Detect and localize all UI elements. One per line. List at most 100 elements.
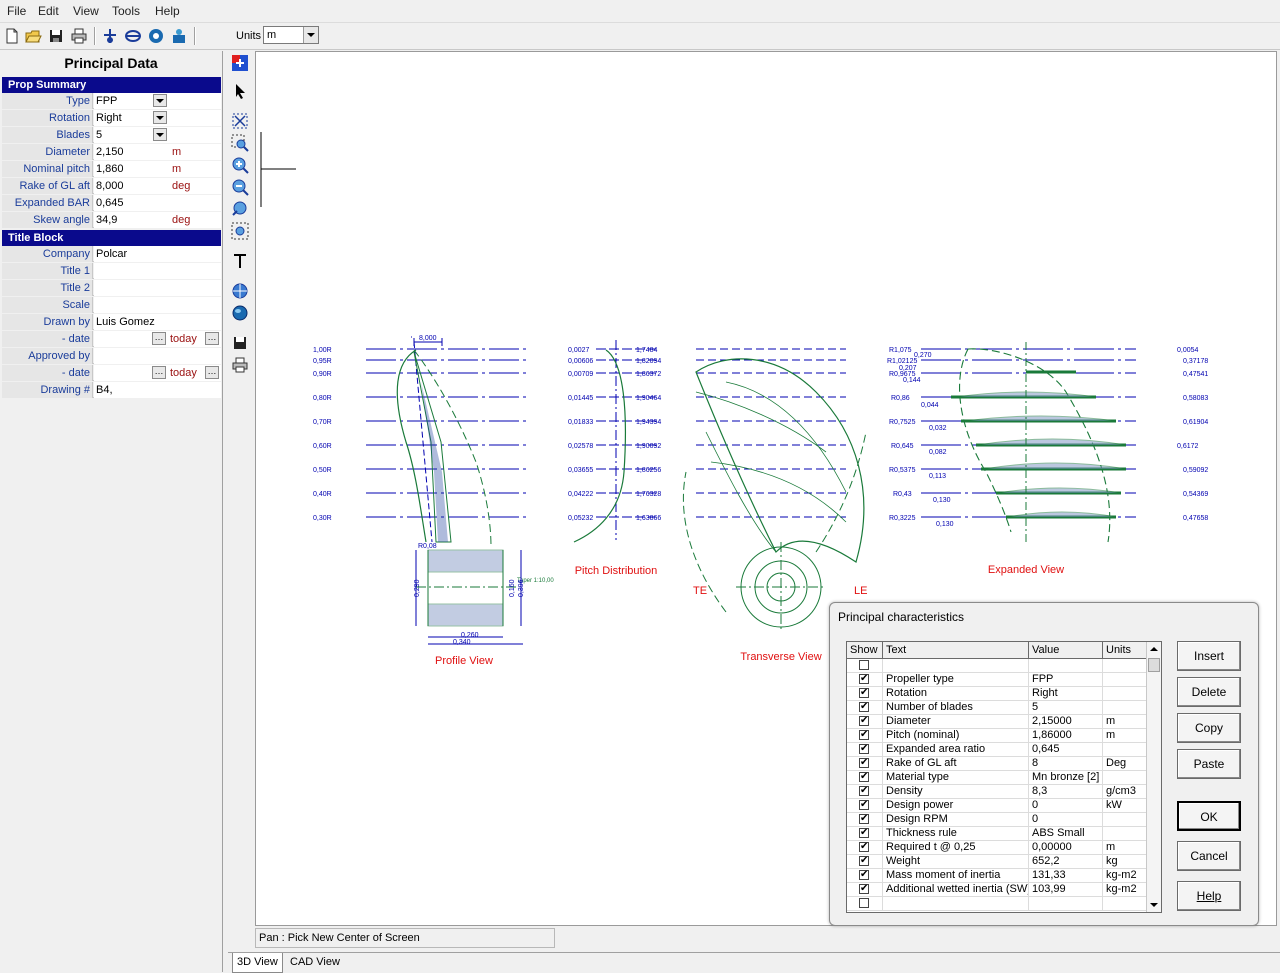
text-cell[interactable]: Density (883, 785, 1029, 799)
scroll-down-icon[interactable] (1147, 898, 1161, 912)
blade-section-icon[interactable] (124, 27, 142, 45)
show-checkbox[interactable]: ✔ (859, 785, 869, 796)
drawn-today[interactable]: today (170, 333, 197, 345)
zoom-extents-icon[interactable] (230, 111, 250, 131)
select-arrow-icon[interactable] (230, 81, 250, 101)
layers-icon[interactable] (230, 53, 250, 73)
print-drawing-icon[interactable] (230, 355, 250, 375)
zoom-out-icon[interactable] (230, 177, 250, 197)
show-checkbox[interactable]: ✔ (859, 855, 869, 866)
value-cell[interactable]: Mn bronze [2] (1029, 771, 1103, 785)
chevron-down-icon[interactable] (153, 111, 167, 124)
title-2-input[interactable] (94, 280, 221, 296)
grid-scrollbar[interactable] (1146, 642, 1161, 912)
show-checkbox[interactable]: ✔ (859, 673, 869, 684)
value-cell[interactable]: Right (1029, 687, 1103, 701)
cad-canvas[interactable]: 1,00R 0,95R 0,90R 0,80R 0,70R 0,60R 0,50… (255, 51, 1277, 926)
grid-globe-icon[interactable] (230, 281, 250, 301)
text-cell[interactable]: Number of blades (883, 701, 1029, 715)
units-cell[interactable] (1103, 687, 1147, 701)
units-cell[interactable] (1103, 827, 1147, 841)
render-globe-icon[interactable] (230, 303, 250, 323)
units-cell[interactable]: kg-m2 (1103, 883, 1147, 897)
units-cell[interactable] (1103, 813, 1147, 827)
copy-button[interactable]: Copy (1177, 713, 1241, 743)
text-tool-icon[interactable] (230, 251, 250, 271)
today-picker-button[interactable]: … (205, 332, 219, 345)
value-cell[interactable]: 2,15000 (1029, 715, 1103, 729)
text-cell[interactable]: Required t @ 0,25 (883, 841, 1029, 855)
units-cell[interactable] (1103, 701, 1147, 715)
value-cell[interactable]: 131,33 (1029, 869, 1103, 883)
show-checkbox[interactable]: ✔ (859, 701, 869, 712)
units-cell[interactable]: Deg (1103, 757, 1147, 771)
text-cell[interactable]: Propeller type (883, 673, 1029, 687)
date-picker-button[interactable]: … (152, 332, 166, 345)
value-cell[interactable]: ABS Small (1029, 827, 1103, 841)
scale-input[interactable] (94, 297, 221, 313)
zoom-in-icon[interactable] (230, 155, 250, 175)
value-cell[interactable]: 8,3 (1029, 785, 1103, 799)
delete-button[interactable]: Delete (1177, 677, 1241, 707)
save-icon[interactable] (47, 27, 65, 45)
units-cell[interactable]: kg-m2 (1103, 869, 1147, 883)
show-checkbox[interactable]: ✔ (859, 869, 869, 880)
propeller-profile-icon[interactable] (101, 27, 119, 45)
text-cell[interactable]: Diameter (883, 715, 1029, 729)
text-cell[interactable]: Design power (883, 799, 1029, 813)
open-folder-icon[interactable] (24, 27, 42, 45)
text-cell[interactable]: Pitch (nominal) (883, 729, 1029, 743)
expanded-bar-input[interactable]: 0,645 (94, 195, 221, 211)
text-cell[interactable]: Additional wetted inertia (SW) (883, 883, 1029, 897)
value-cell[interactable]: 103,99 (1029, 883, 1103, 897)
value-cell[interactable]: 0 (1029, 799, 1103, 813)
menu-help[interactable]: Help (155, 4, 180, 18)
units-cell[interactable]: g/cm3 (1103, 785, 1147, 799)
new-file-icon[interactable] (3, 27, 21, 45)
table-row[interactable] (847, 897, 1147, 911)
zoom-all-icon[interactable] (230, 221, 250, 241)
scroll-up-icon[interactable] (1147, 642, 1161, 656)
header-text[interactable]: Text (883, 642, 1029, 658)
propeller-3d-icon[interactable] (147, 27, 165, 45)
units-cell[interactable]: m (1103, 841, 1147, 855)
date-picker-button[interactable]: … (152, 366, 166, 379)
tab-3d-view[interactable]: 3D View (232, 953, 283, 973)
text-cell[interactable]: Rotation (883, 687, 1029, 701)
value-cell[interactable]: 0,645 (1029, 743, 1103, 757)
units-cell[interactable] (1103, 659, 1147, 673)
units-cell[interactable]: kW (1103, 799, 1147, 813)
text-cell[interactable] (883, 659, 1029, 673)
text-cell[interactable]: Rake of GL aft (883, 757, 1029, 771)
value-cell[interactable]: 5 (1029, 701, 1103, 715)
company-input[interactable]: Polcar (94, 246, 221, 262)
text-cell[interactable]: Material type (883, 771, 1029, 785)
value-cell[interactable]: FPP (1029, 673, 1103, 687)
print-icon[interactable] (70, 27, 88, 45)
menu-edit[interactable]: Edit (38, 4, 59, 18)
cancel-button[interactable]: Cancel (1177, 841, 1241, 871)
text-cell[interactable]: Mass moment of inertia (883, 869, 1029, 883)
units-cell[interactable] (1103, 673, 1147, 687)
diameter-input[interactable]: 2,150 (94, 144, 221, 160)
scroll-thumb[interactable] (1148, 658, 1160, 672)
show-checkbox[interactable]: ✔ (859, 827, 869, 838)
show-checkbox[interactable] (859, 898, 869, 908)
header-value[interactable]: Value (1029, 642, 1103, 658)
menu-file[interactable]: File (7, 4, 27, 18)
show-checkbox[interactable] (859, 660, 869, 670)
table-row[interactable] (847, 659, 1147, 673)
header-units[interactable]: Units (1103, 642, 1147, 658)
show-checkbox[interactable]: ✔ (859, 729, 869, 740)
